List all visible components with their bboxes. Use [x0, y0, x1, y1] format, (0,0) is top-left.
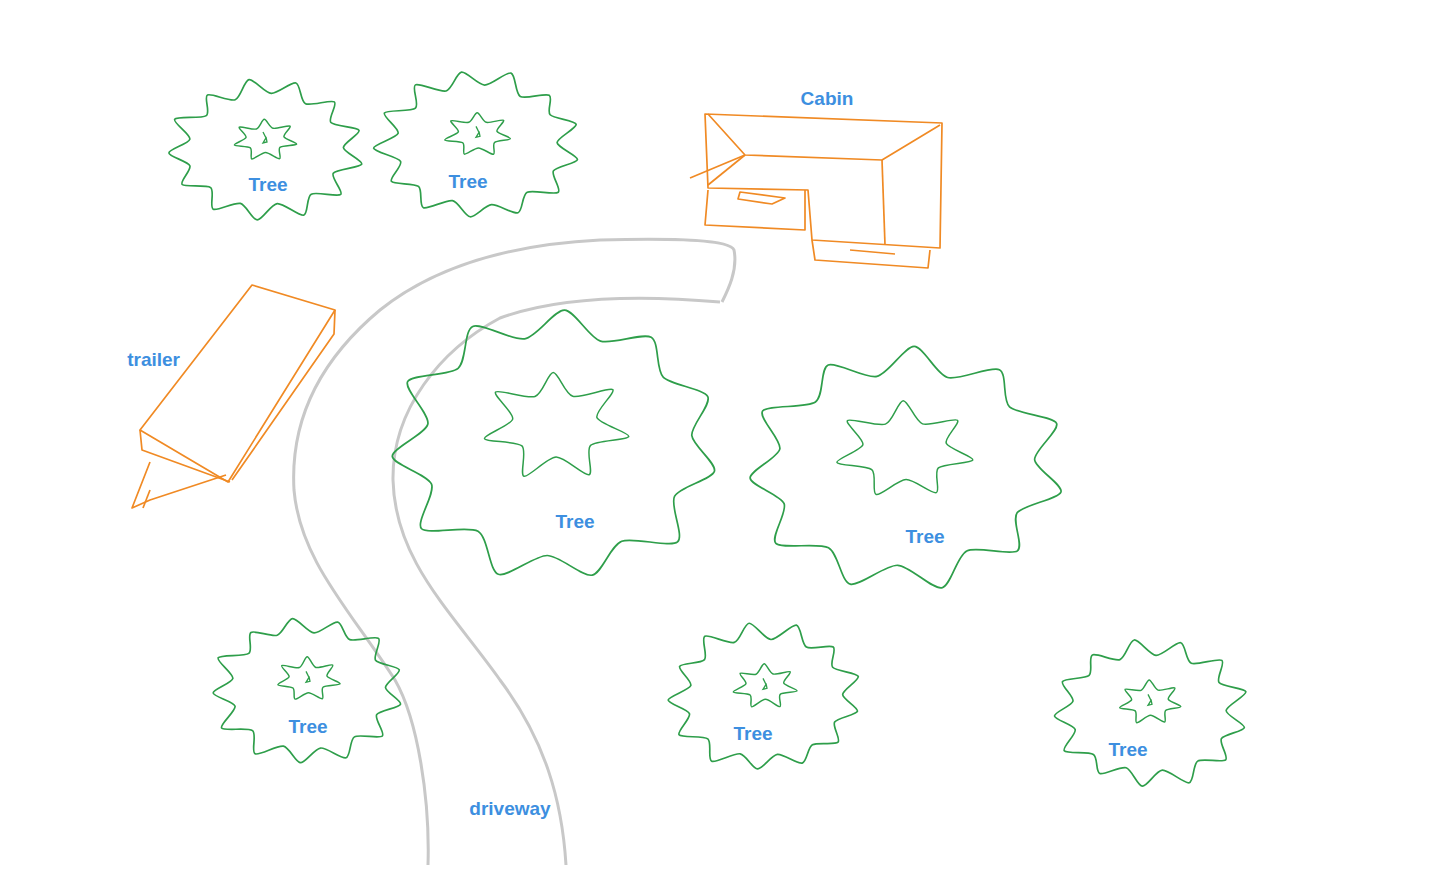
trunk-mark	[306, 671, 310, 682]
tree-outline	[651, 607, 879, 787]
trailer-outline	[105, 275, 345, 520]
tree-outline	[1036, 623, 1264, 803]
tree-outline	[726, 329, 1084, 607]
canopy-outline	[1054, 640, 1245, 786]
tree-canopy: Tree	[359, 55, 597, 235]
canopy-outline	[213, 619, 400, 763]
tree-label: Tree	[733, 723, 772, 745]
trailer-line	[132, 462, 226, 508]
tree-outline	[369, 291, 741, 599]
cabin-building: Cabin	[680, 80, 955, 280]
cabin-label: Cabin	[801, 88, 854, 110]
canopy-inner	[234, 119, 296, 159]
canopy-inner	[278, 657, 340, 699]
trunk-mark	[763, 678, 767, 689]
trailer-label: trailer	[127, 349, 180, 371]
driveway-label: driveway	[466, 798, 553, 820]
trailer-vehicle: trailer	[105, 275, 345, 520]
cabin-roof	[680, 80, 955, 280]
trunk-mark	[1148, 694, 1152, 705]
tree-canopy: Tree	[651, 607, 879, 787]
canopy-outline	[374, 72, 578, 217]
tree-canopy: Tree	[194, 600, 422, 780]
trailer-line	[143, 490, 150, 508]
tree-label: Tree	[1108, 739, 1147, 761]
roof-line	[708, 155, 745, 185]
tree-outline	[359, 55, 597, 235]
trunk-mark	[476, 126, 480, 137]
tree-outline	[194, 600, 422, 780]
tree-label: Tree	[905, 526, 944, 548]
roof-line	[812, 240, 930, 268]
canopy-outline	[750, 346, 1061, 587]
roof-line	[882, 160, 885, 245]
trailer-line	[140, 285, 335, 482]
tree-canopy: Tree	[369, 291, 741, 599]
roof-line	[708, 114, 940, 160]
canopy-outline	[169, 80, 362, 220]
canopy-inner	[837, 401, 973, 495]
driveway-edge	[294, 239, 735, 865]
tree-canopy: Tree	[1036, 623, 1264, 803]
canopy-outline	[392, 310, 714, 575]
driveway-edge	[393, 298, 720, 865]
trunk-mark	[263, 132, 267, 143]
canopy-outline	[668, 623, 858, 769]
trailer-line	[232, 310, 335, 480]
tree-label: Tree	[288, 716, 327, 738]
canopy-inner	[1120, 680, 1181, 723]
canopy-inner	[445, 113, 511, 155]
tree-canopy: Tree	[151, 64, 379, 236]
tree-label: Tree	[555, 511, 594, 533]
roof-line	[705, 190, 805, 230]
canopy-inner	[484, 373, 628, 477]
roof-line	[705, 114, 942, 248]
tree-canopy: Tree	[726, 329, 1084, 607]
roof-line	[738, 192, 785, 204]
canopy-inner	[733, 664, 797, 707]
roof-line	[850, 250, 895, 254]
tree-label: Tree	[248, 174, 287, 196]
trailer-line	[140, 430, 230, 482]
roof-line	[690, 155, 745, 178]
tree-outline	[151, 64, 379, 236]
tree-label: Tree	[448, 171, 487, 193]
